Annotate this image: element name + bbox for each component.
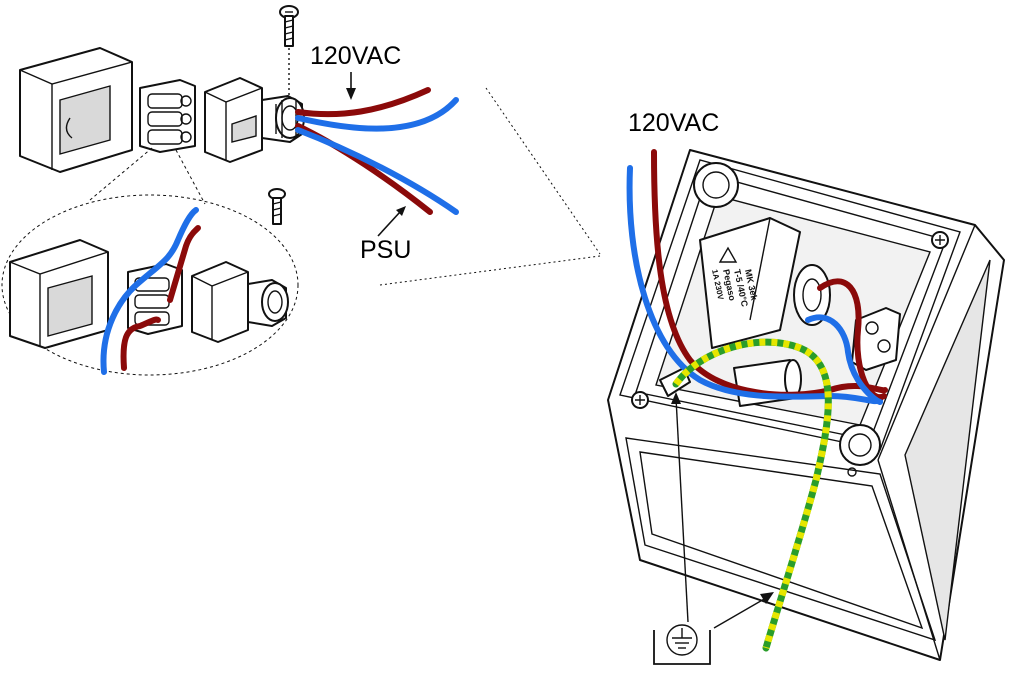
cover-part xyxy=(204,77,305,163)
callout-line-lower xyxy=(379,255,601,286)
neutral-wire-supply xyxy=(295,97,459,132)
earth-ground-icon xyxy=(653,624,711,665)
earth-wire-stripe xyxy=(673,338,832,649)
live-wire-detail xyxy=(120,225,201,371)
arrowhead xyxy=(346,88,356,100)
neutral-wire-psu-right xyxy=(805,314,883,405)
label-120vac-top: 120VAC xyxy=(310,42,401,70)
label-psu: PSU xyxy=(360,236,411,264)
corner-post-top-left xyxy=(693,162,739,208)
detail-callout xyxy=(1,147,299,376)
warning-triangle-icon xyxy=(718,246,738,263)
label-psu-pointer xyxy=(377,211,401,237)
terminal-block xyxy=(139,79,196,153)
arrowhead xyxy=(396,206,406,216)
label-120vac-right: 120VAC xyxy=(628,109,719,137)
arrowhead xyxy=(760,592,774,604)
neutral-wire-supply-right xyxy=(626,165,883,405)
arrowhead xyxy=(671,392,681,404)
screw-icon xyxy=(268,188,286,225)
ground-pointer-wire xyxy=(713,597,767,629)
neutral-wire-detail xyxy=(100,207,199,375)
housing-part xyxy=(19,47,133,173)
exploded-assembly: 120VAC PSU xyxy=(19,5,459,264)
neutral-wire-psu xyxy=(295,127,459,215)
corner-post-bottom-right xyxy=(839,424,881,466)
callout-line-upper xyxy=(485,87,601,255)
screw-icon xyxy=(279,5,299,47)
live-wire-supply-right xyxy=(651,149,888,398)
psu-module: MK 3ek T-5 /40°C Pegaso 1A 230V xyxy=(699,217,831,349)
ground-pointer-lug xyxy=(675,397,689,623)
drain-hole xyxy=(847,467,857,477)
enclosure-assembly: MK 3ek T-5 /40°C Pegaso 1A 230V xyxy=(607,109,1005,661)
live-wire-supply xyxy=(295,87,431,118)
